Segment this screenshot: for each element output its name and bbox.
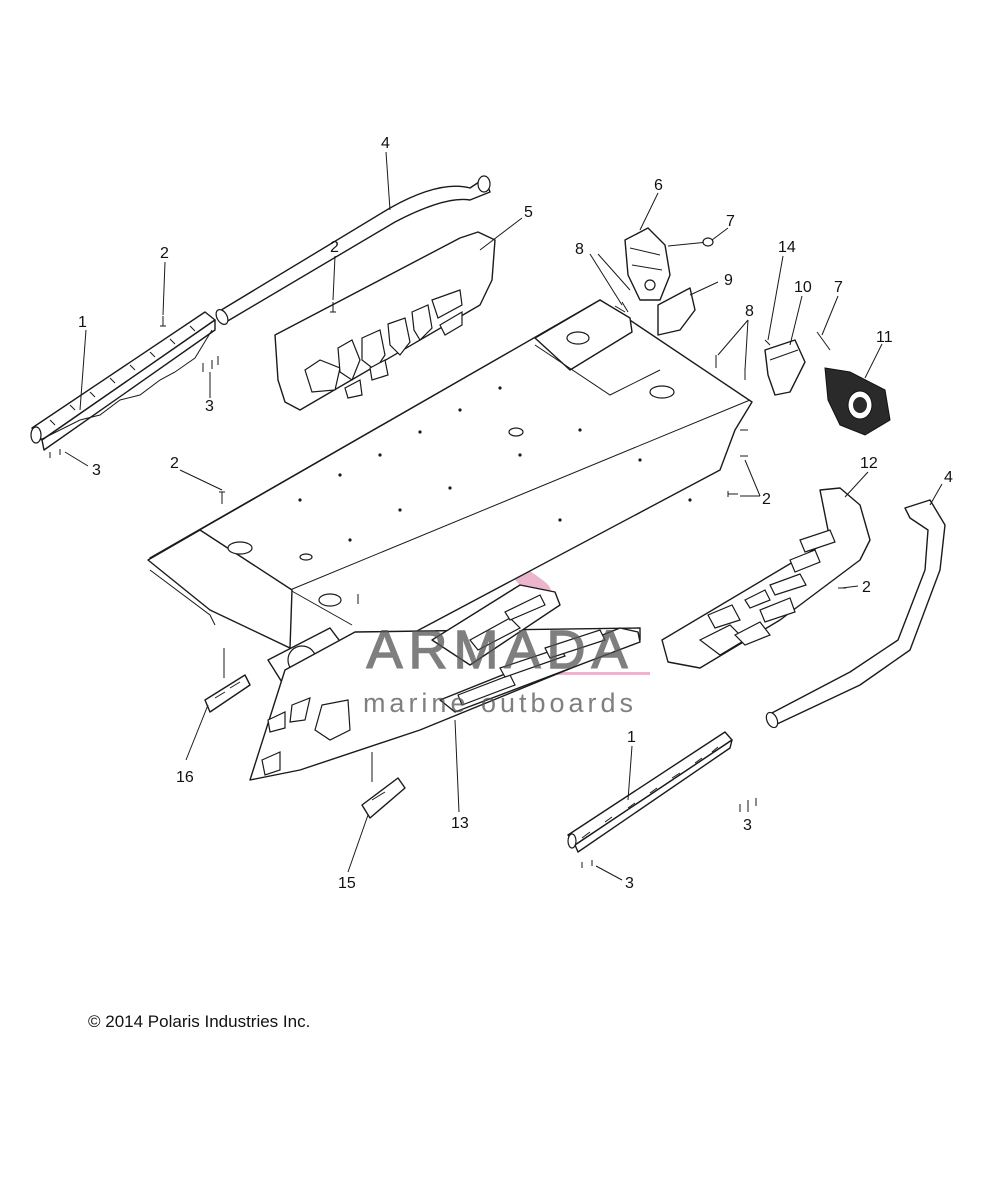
callout-2-upper-left: 2 (160, 245, 169, 262)
callout-14: 14 (778, 239, 796, 256)
copyright-notice: © 2014 Polaris Industries Inc. (88, 1012, 311, 1031)
callout-10: 10 (794, 279, 812, 296)
callout-3-lower-a: 3 (743, 817, 752, 834)
callout-4-upper: 4 (381, 135, 390, 152)
callout-3-lower-b: 3 (625, 875, 634, 892)
callout-15: 15 (338, 875, 356, 892)
callout-labels: 1 1 2 2 2 2 2 3 3 3 3 4 4 5 6 7 7 8 8 9 … (78, 135, 953, 892)
watermark-text: ARMADA marine outboards (363, 619, 637, 718)
callout-8-upper: 8 (575, 241, 584, 258)
callout-7-right: 7 (834, 279, 843, 296)
callout-13: 13 (451, 815, 469, 832)
part-11-housing (824, 367, 891, 436)
tunnel-fastener-dots (298, 386, 692, 542)
callout-16: 16 (176, 769, 194, 786)
callout-4-lower: 4 (944, 469, 953, 486)
part-1-lower-rail (567, 731, 733, 853)
callout-2-tunnel-right: 2 (762, 491, 771, 508)
part-16-bracket (204, 674, 251, 713)
part-4-upper-rail (215, 175, 491, 325)
callout-2-upper-footrest: 2 (330, 239, 339, 256)
fasteners (49, 237, 846, 868)
watermark-tagline: marine outboards (363, 688, 637, 718)
callout-7-upper: 7 (726, 213, 735, 230)
part-9-plate (657, 287, 696, 336)
callout-11: 11 (876, 329, 893, 346)
callout-6: 6 (654, 177, 663, 194)
callout-2-tunnel: 2 (170, 455, 179, 472)
callout-2-lower-footrest: 2 (862, 579, 871, 596)
part-1-upper-left-rail (30, 311, 216, 451)
leader-lines (64, 151, 943, 881)
part-6-bracket (624, 227, 671, 301)
callout-12: 12 (860, 455, 878, 472)
callout-1-lower: 1 (627, 729, 636, 746)
part-12-lower-footrest (661, 487, 871, 669)
callout-1-upper: 1 (78, 314, 87, 331)
callout-8-right: 8 (745, 303, 754, 320)
part-5-upper-footrest (274, 231, 496, 411)
part-15-bracket (361, 777, 406, 819)
callout-3-upper-a: 3 (205, 398, 214, 415)
watermark-brand: ARMADA (366, 620, 633, 680)
callout-5: 5 (524, 204, 533, 221)
part-4-lower-rail (765, 499, 946, 729)
part-13-tunnel (147, 299, 753, 781)
part-10-cover (764, 339, 806, 396)
callout-3-upper-b: 3 (92, 462, 101, 479)
callout-9: 9 (724, 272, 733, 289)
